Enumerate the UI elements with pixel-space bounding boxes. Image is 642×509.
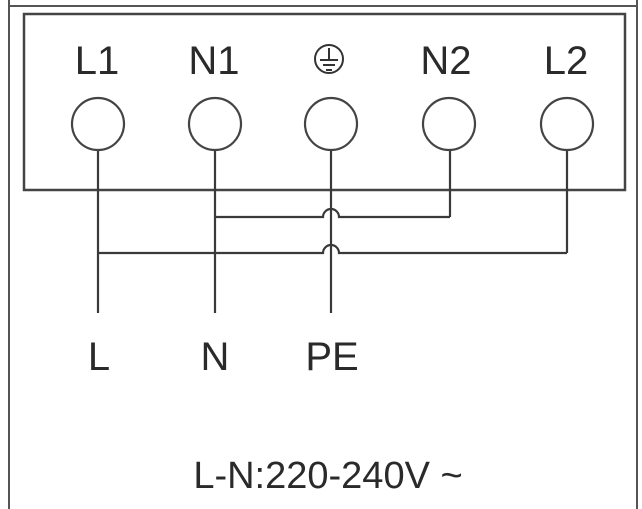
output-label-l: L	[88, 335, 110, 379]
terminal-block	[22, 12, 627, 192]
terminal-label-n2: N2	[420, 39, 471, 83]
wire-l2-bridge	[98, 243, 567, 255]
voltage-spec: L-N:220-240V ~	[193, 455, 462, 497]
ground-symbol-icon	[314, 44, 344, 74]
terminal-screw-n1	[187, 96, 243, 152]
terminal-screw-l1	[70, 96, 126, 152]
terminal-label-l2: L2	[544, 39, 589, 83]
terminal-screw-l2	[539, 96, 595, 152]
terminal-screw-pe	[303, 96, 359, 152]
terminal-label-l1: L1	[75, 39, 120, 83]
output-label-pe: PE	[305, 335, 358, 379]
terminal-label-n1: N1	[188, 39, 239, 83]
output-label-n: N	[201, 335, 230, 379]
wire-n2-bridge	[215, 207, 450, 219]
terminal-screw-n2	[421, 96, 477, 152]
